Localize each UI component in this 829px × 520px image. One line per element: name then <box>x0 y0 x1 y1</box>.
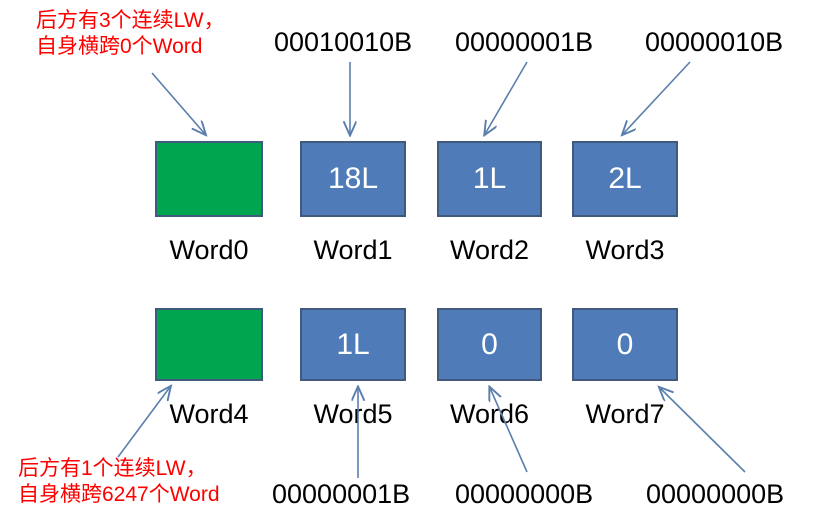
binary-label-word3: 00000010B <box>645 27 784 57</box>
word-label-word5: Word5 <box>313 399 393 429</box>
word-box-word7[interactable]: 0 <box>572 308 678 381</box>
word-label-word4: Word4 <box>169 399 249 429</box>
word-box-value-word2: 1L <box>472 162 507 195</box>
arrow-to-word3 <box>623 61 691 134</box>
binary-label-word7: 00000000B <box>646 479 785 509</box>
binary-label-word6: 00000000B <box>455 479 594 509</box>
binary-label-word2: 00000001B <box>455 27 594 57</box>
word-label-word3: Word3 <box>585 235 665 265</box>
word-box-value-word7: 0 <box>616 327 634 361</box>
word-box-word5[interactable]: 1L <box>300 308 406 381</box>
arrow-to-word0 <box>151 72 205 134</box>
word-box-word2[interactable]: 1L <box>437 141 542 217</box>
word-box-value-word1: 18L <box>327 162 379 195</box>
annotation-top-line2: 自身横跨0个Word <box>36 35 203 58</box>
word-label-word2: Word2 <box>449 235 530 265</box>
word-label-word6: Word6 <box>449 399 530 429</box>
word-box-value-word6: 0 <box>481 327 498 361</box>
word-box-word1[interactable]: 18L <box>300 141 406 217</box>
annotation-top-line1: 后方有3个连续LW， <box>36 9 225 32</box>
word-box-word4[interactable] <box>155 308 263 381</box>
binary-label-word5: 00000001B <box>272 479 411 509</box>
annotation-bottom: 后方有1个连续LW， 自身横跨6247个Word <box>18 456 220 508</box>
annotation-bottom-line2: 自身横跨6247个Word <box>18 483 220 506</box>
word-label-word0: Word0 <box>169 235 249 265</box>
word-label-word1: Word1 <box>313 235 393 265</box>
word-box-value-word3: 2L <box>608 162 642 195</box>
binary-label-word1: 00010010B <box>274 27 413 57</box>
arrow-to-word2 <box>485 61 528 134</box>
word-box-word0[interactable] <box>155 141 263 217</box>
word-box-word6[interactable]: 0 <box>437 308 542 381</box>
word-box-word3[interactable]: 2L <box>572 141 678 217</box>
annotation-top: 后方有3个连续LW， 自身横跨0个Word <box>36 8 225 60</box>
annotation-bottom-line1: 后方有1个连续LW， <box>18 457 207 480</box>
word-label-word7: Word7 <box>585 399 665 429</box>
word-box-value-word5: 1L <box>336 327 370 361</box>
